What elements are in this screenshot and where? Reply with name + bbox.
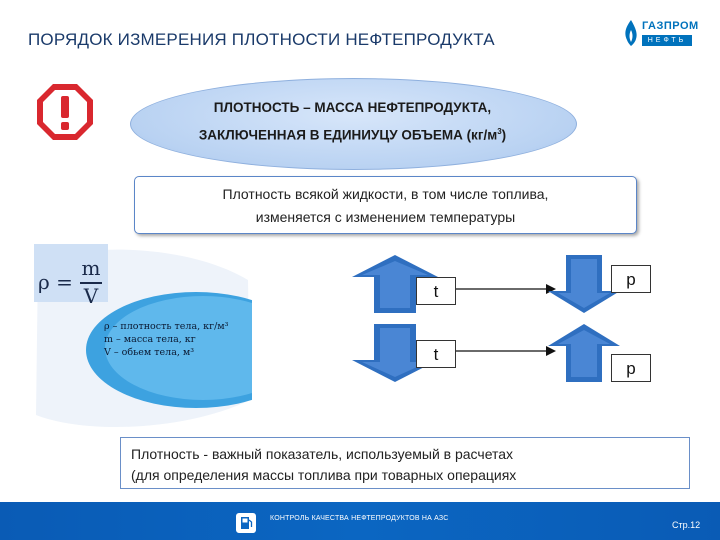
legend-rho: ρ – плотность тела, кг/м³ xyxy=(104,321,229,332)
definition-ellipse xyxy=(130,78,577,170)
page-title: ПОРЯДОК ИЗМЕРЕНИЯ ПЛОТНОСТИ НЕФТЕПРОДУКТ… xyxy=(28,30,495,49)
temperature-box-1: t xyxy=(416,277,456,305)
pressure-box-1: p xyxy=(611,265,651,293)
gazprom-flame-icon xyxy=(625,20,637,46)
formula-numerator: m xyxy=(81,256,101,280)
arrow-up-icon xyxy=(352,255,438,313)
definition-sup: 3 xyxy=(497,127,502,136)
relation-arrow-2 xyxy=(456,346,556,356)
legend-m: m – масса тела, кг xyxy=(104,334,196,345)
definition-text: ПЛОТНОСТЬ – МАССА НЕФТЕПРОДУКТА, ЗАКЛЮЧЕ… xyxy=(130,96,575,148)
importance-note: Плотность - важный показатель, используе… xyxy=(120,437,690,489)
definition-line2-text: ЗАКЛЮЧЕННАЯ В ЕДИНИУЦУ ОБЪЕМА (кг/м xyxy=(198,127,498,143)
page-number: Стр.12 xyxy=(672,520,701,530)
definition-line2: ЗАКЛЮЧЕННАЯ В ЕДИНИУЦУ ОБЪЕМА (кг/м3) xyxy=(130,120,575,148)
logo-sub: НЕФТЬ xyxy=(642,35,692,46)
note1-line1: Плотность всякой жидкости, в том числе т… xyxy=(222,186,549,202)
temperature-note: Плотность всякой жидкости, в том числе т… xyxy=(134,176,637,234)
temperature-box-2: t xyxy=(416,340,456,368)
gazprom-logo: ГАЗПРОМ НЕФТЬ xyxy=(622,18,698,54)
formula-denominator: V xyxy=(83,284,99,308)
fuel-pump-icon xyxy=(236,513,256,533)
note1-line2: изменяется с изменением температуры xyxy=(255,209,516,225)
relation-arrow-1 xyxy=(456,284,556,294)
formula-rho: ρ = xyxy=(38,270,73,294)
pressure-box-2: p xyxy=(611,354,651,382)
arrow-down-icon xyxy=(548,255,620,313)
formula-fraction-bar xyxy=(80,282,102,284)
warning-icon xyxy=(37,84,93,140)
footer-bar xyxy=(0,502,720,540)
note2-line2: (для определения массы топлива при товар… xyxy=(131,467,517,483)
footer-caption: КОНТРОЛЬ КАЧЕСТВА НЕФТЕПРОДУКТОВ НА АЗС xyxy=(270,515,449,522)
definition-line1: ПЛОТНОСТЬ – МАССА НЕФТЕПРОДУКТА, xyxy=(213,100,492,115)
note2-line1: Плотность - важный показатель, используе… xyxy=(131,446,514,462)
definition-line2-end: ) xyxy=(501,127,507,143)
formula-legend: ρ – плотность тела, кг/м³ m – масса тела… xyxy=(104,320,228,359)
logo-name: ГАЗПРОМ xyxy=(642,20,699,32)
density-formula-card: ρ = m V ρ – плотность тела, кг/м³ m – ма… xyxy=(28,240,252,430)
arrow-up-icon xyxy=(548,324,620,382)
legend-v: V – обьем тела, м³ xyxy=(104,347,195,358)
